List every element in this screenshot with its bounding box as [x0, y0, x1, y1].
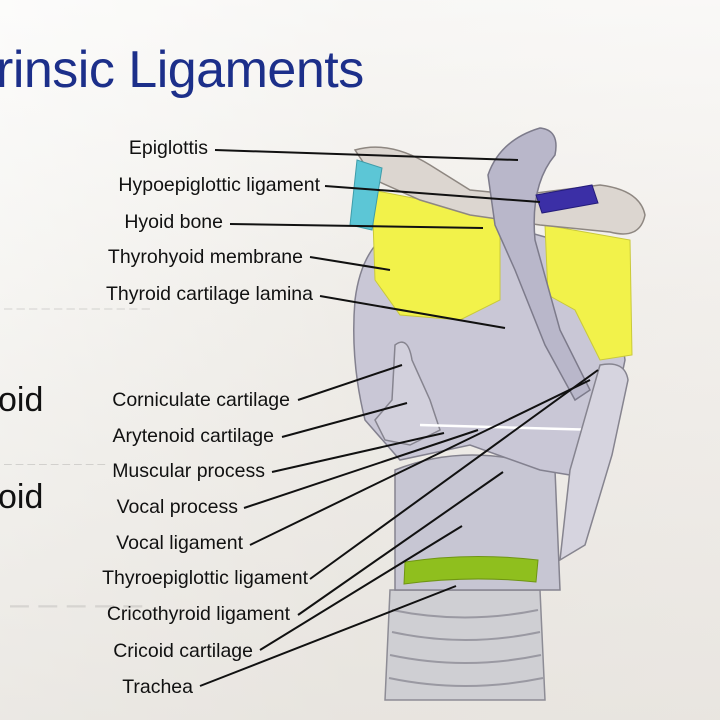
trachea-drawing: [384, 589, 546, 701]
arytenoid-drawing: [374, 341, 441, 446]
leader-thyroid-lamina: [319, 295, 506, 329]
leader-corniculate: [297, 364, 403, 401]
label-thyroid-cartilage-lamina: Thyroid cartilage lamina: [105, 283, 313, 305]
leader-vocal-ligament: [249, 379, 591, 546]
label-corniculate-cartilage: Corniculate cartilage: [112, 389, 290, 411]
vocal-ligament-drawing: [419, 423, 601, 432]
label-thyrohyoid-membrane: Thyrohyoid membrane: [107, 246, 303, 268]
faint-show-through-text: – – – – – – – – – – – –: [4, 300, 150, 317]
leader-cricothyroid: [297, 471, 504, 616]
label-epiglottis: Epiglottis: [128, 137, 208, 159]
label-hypoepiglottic-ligament: Hypoepiglottic ligament: [118, 174, 320, 196]
label-arytenoid-cartilage: Arytenoid cartilage: [112, 425, 274, 447]
label-vocal-process: Vocal process: [116, 496, 238, 518]
leader-trachea: [199, 585, 457, 687]
anterior-cartilage-drawing: [559, 363, 629, 562]
leader-thyroepiglottic: [309, 369, 599, 580]
epiglottis-edge-drawing: [349, 159, 383, 231]
label-thyroepiglottic-ligament: Thyroepiglottic ligament: [102, 567, 308, 589]
faint-show-through-text: – – – – –: [10, 585, 143, 623]
side-word-2: oid: [0, 478, 44, 516]
label-hyoid-bone: Hyoid bone: [124, 211, 223, 233]
label-trachea: Trachea: [122, 676, 193, 698]
leader-lines: [199, 149, 599, 687]
epiglottis-drawing: [487, 127, 591, 402]
hypoepiglottic-ligament-drawing: [535, 184, 599, 214]
leader-hyoid: [229, 223, 484, 229]
leader-arytenoid: [281, 402, 408, 438]
hyoid-bone-drawing: [353, 146, 646, 235]
label-cricoid-cartilage: Cricoid cartilage: [113, 640, 253, 662]
slide-title: rinsic Ligaments: [0, 41, 364, 99]
leader-muscular: [271, 432, 445, 473]
leader-hypoepiglottic: [324, 185, 541, 203]
cricothyroid-band-drawing: [403, 555, 539, 585]
label-cricothyroid-ligament: Cricothyroid ligament: [106, 603, 290, 625]
faint-show-through-text: – – – – – – – – –: [4, 455, 106, 471]
label-muscular-process: Muscular process: [112, 460, 265, 482]
leader-epiglottis: [214, 149, 519, 161]
label-vocal-ligament: Vocal ligament: [116, 532, 243, 554]
leader-vocal-process: [243, 429, 479, 509]
side-word-1: oid: [0, 381, 44, 419]
leader-cricoid: [259, 525, 463, 651]
leader-thyrohyoid: [309, 256, 391, 271]
